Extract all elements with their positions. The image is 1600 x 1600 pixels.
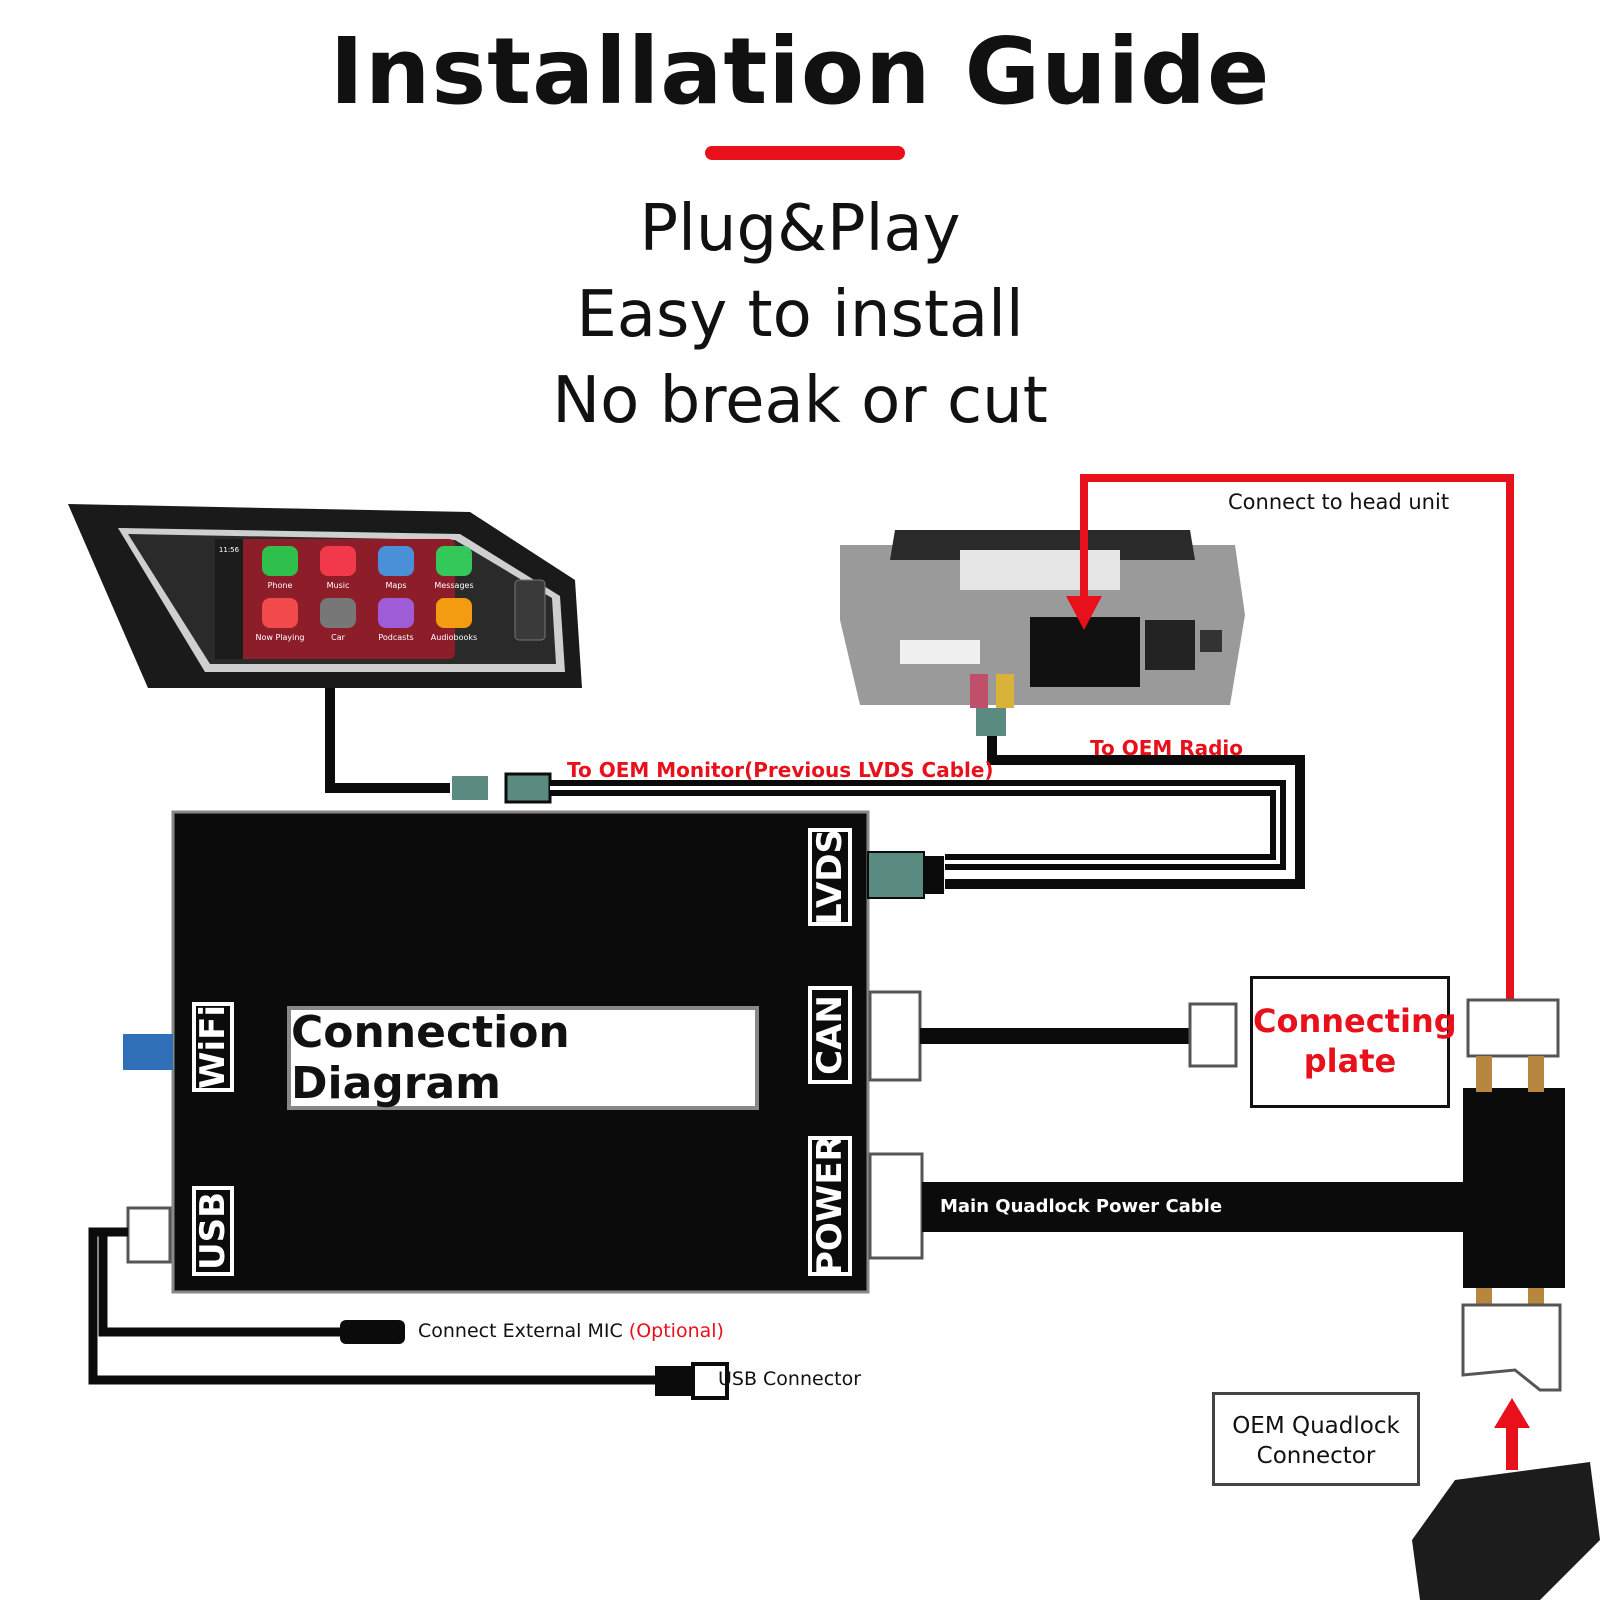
power-port-label: POWER: [809, 1136, 851, 1276]
app-label: Messages: [434, 581, 473, 590]
app-label: Maps: [385, 581, 406, 590]
quadlock-adapter-block: [1463, 1088, 1565, 1288]
wifi-antenna-plug: [123, 1034, 173, 1070]
app-label: Phone: [268, 581, 293, 590]
app-label: Music: [327, 581, 350, 590]
connecting-plate-line2: plate: [1253, 1041, 1447, 1081]
app-icon-audiobooks: [436, 598, 472, 628]
fakra-yellow-port: [996, 674, 1014, 708]
oem-connector-arrow: [1494, 1398, 1530, 1470]
screen-clock: 11:56: [219, 546, 240, 554]
plate-bottom-connector: [1463, 1305, 1560, 1390]
app-icon-messages: [436, 546, 472, 576]
fakra-pink-port: [970, 674, 988, 708]
module-lvds-plug: [868, 852, 924, 898]
mic-optional-label: (Optional): [629, 1320, 724, 1342]
mic-jack: [340, 1320, 405, 1344]
oem-monitor-label: To OEM Monitor(Previous LVDS Cable): [567, 758, 994, 782]
connection-diagram-label: Connection Diagram: [287, 1006, 759, 1110]
app-icon-podcasts: [378, 598, 414, 628]
app-label: Podcasts: [378, 633, 413, 642]
oem-radio-head-unit: [840, 530, 1245, 736]
usb-connector-label: USB Connector: [718, 1368, 861, 1390]
oem-radio-label: To OEM Radio: [1090, 736, 1243, 760]
mic-label: Connect External MIC (Optional): [418, 1320, 724, 1342]
monitor-plug-a: [452, 776, 488, 800]
radio-lvds-plug: [976, 708, 1006, 736]
app-icon-phone: [262, 546, 298, 576]
app-label: Car: [331, 633, 345, 642]
app-icon-now-playing: [262, 598, 298, 628]
app-icon-music: [320, 546, 356, 576]
oem-quadlock-box: OEM Quadlock Connector: [1212, 1392, 1420, 1486]
usb-port-label: USB: [192, 1185, 234, 1277]
monitor-cable: [330, 688, 450, 788]
oem-quadlock-line1: OEM Quadlock: [1215, 1411, 1417, 1441]
can-port-label: CAN: [809, 985, 851, 1085]
head-unit-label: Connect to head unit: [1228, 490, 1449, 514]
app-label: Audiobooks: [431, 633, 477, 642]
connecting-plate-line1: Connecting: [1253, 1001, 1447, 1041]
wifi-port-label: WiFi: [192, 1001, 234, 1093]
car-display-unit: [68, 504, 582, 688]
oem-quadlock-line2: Connector: [1215, 1441, 1417, 1471]
app-label: Now Playing: [255, 633, 304, 642]
plate-top-connector: [1468, 1000, 1558, 1056]
mic-label-text: Connect External MIC: [418, 1320, 623, 1342]
can-connector-pair: [870, 992, 1236, 1080]
connecting-plate-box: Connecting plate: [1250, 976, 1450, 1108]
usb-plug-body: [655, 1366, 693, 1396]
power-cable-label: Main Quadlock Power Cable: [940, 1196, 1222, 1217]
oem-quadlock-plug: [1412, 1462, 1600, 1600]
monitor-plug-b: [506, 774, 550, 802]
app-icon-car: [320, 598, 356, 628]
app-icon-maps: [378, 546, 414, 576]
lvds-port-label: LVDS: [809, 827, 851, 927]
